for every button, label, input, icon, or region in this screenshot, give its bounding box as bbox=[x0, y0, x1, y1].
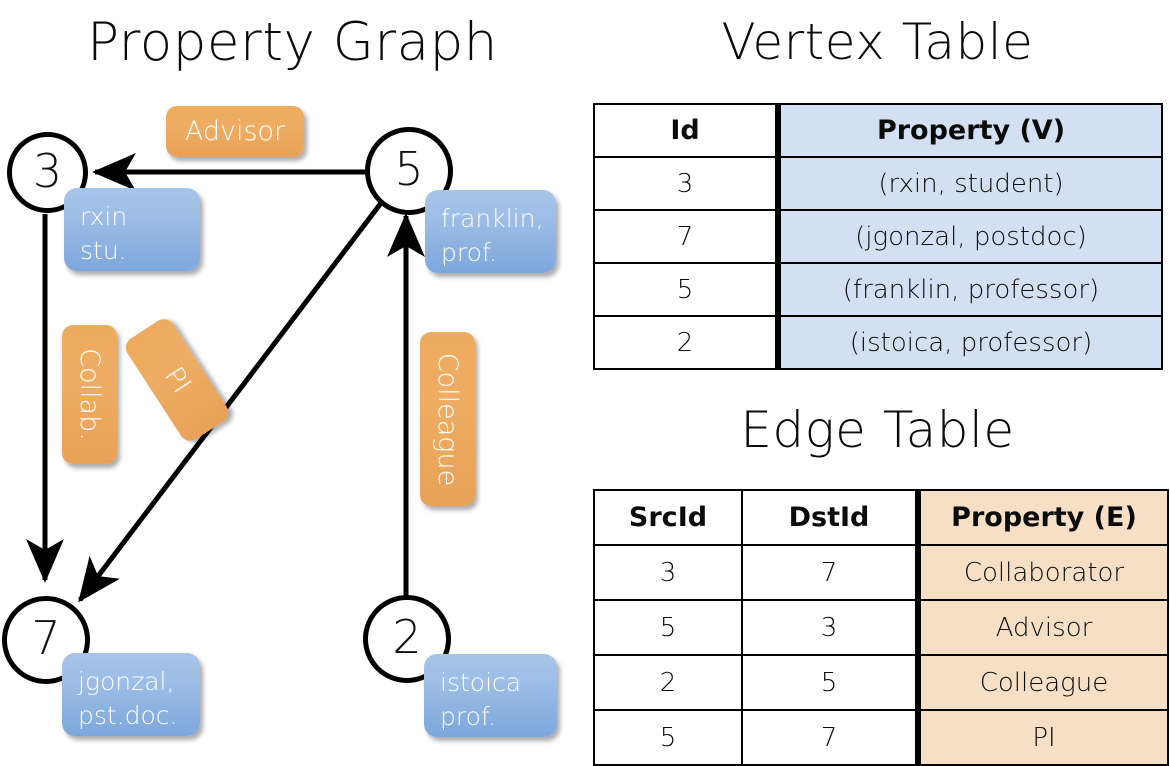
table-row: 2 5 Colleague bbox=[593, 654, 1169, 711]
edge-table-cell-srcid: 2 bbox=[593, 654, 743, 711]
vertex-table: Id Property (V) 3 (rxin, student) 7 (jgo… bbox=[593, 103, 1163, 370]
edge-label-colleague-text: Colleague bbox=[432, 352, 463, 486]
graph-node-2-label: 2 bbox=[392, 610, 422, 664]
edge-table-cell-dstid: 7 bbox=[741, 709, 919, 766]
page-title-property-graph: Property Graph bbox=[87, 12, 498, 73]
vertex-table-cell-property: (jgonzal, postdoc) bbox=[775, 209, 1163, 264]
graph-node-2[interactable]: 2 bbox=[363, 595, 451, 683]
vertex-property-line: franklin, bbox=[441, 204, 544, 233]
edge-table-header-dstid: DstId bbox=[741, 489, 919, 546]
table-row: 7 (jgonzal, postdoc) bbox=[593, 209, 1163, 264]
graph-node-5-label: 5 bbox=[394, 142, 424, 196]
graph-node-3-label: 3 bbox=[32, 143, 63, 198]
table-row: 5 3 Advisor bbox=[593, 599, 1169, 656]
edge-table-header-property: Property (E) bbox=[915, 489, 1169, 546]
edge-table-cell-property: Collaborator bbox=[915, 544, 1169, 601]
table-row: 3 7 Collaborator bbox=[593, 544, 1169, 601]
edge-table: SrcId DstId Property (E) 3 7 Collaborato… bbox=[593, 489, 1169, 766]
vertex-property-line: jgonzal, bbox=[78, 667, 175, 696]
graph-node-7-label: 7 bbox=[31, 611, 61, 665]
table-row: 5 7 PI bbox=[593, 709, 1169, 766]
edge-label-colleague[interactable]: Colleague bbox=[420, 332, 475, 506]
table-row: 3 (rxin, student) bbox=[593, 156, 1163, 211]
graph-node-5[interactable]: 5 bbox=[365, 127, 453, 215]
edge-table-cell-property: Colleague bbox=[915, 654, 1169, 711]
page-title-vertex-table: Vertex Table bbox=[721, 13, 1034, 71]
vertex-table-cell-property: (rxin, student) bbox=[775, 156, 1163, 211]
edge-label-collaborator-text: Collab. bbox=[74, 348, 105, 441]
table-row: 2 (istoica, professor) bbox=[593, 315, 1163, 370]
edge-table-cell-dstid: 7 bbox=[741, 544, 919, 601]
edge-label-collaborator[interactable]: Collab. bbox=[62, 325, 117, 464]
vertex-property-line: rxin bbox=[80, 202, 128, 231]
edge-table-cell-dstid: 3 bbox=[741, 599, 919, 656]
edge-table-cell-property: Advisor bbox=[915, 599, 1169, 656]
vertex-table-cell-property: (istoica, professor) bbox=[775, 315, 1163, 370]
edge-table-cell-dstid: 5 bbox=[741, 654, 919, 711]
table-header-row: Id Property (V) bbox=[593, 103, 1163, 158]
edge-arrow-pi bbox=[78, 201, 383, 603]
vertex-table-cell-id: 3 bbox=[593, 156, 779, 211]
edge-table-cell-srcid: 3 bbox=[593, 544, 743, 601]
vertex-property-line: pst.doc. bbox=[78, 701, 178, 730]
edge-label-advisor-text: Advisor bbox=[184, 116, 286, 147]
vertex-property-line: stu. bbox=[80, 236, 127, 265]
vertex-property-box-7[interactable]: jgonzal, pst.doc. bbox=[62, 653, 200, 736]
vertex-property-line: prof. bbox=[440, 702, 496, 731]
table-row: 5 (franklin, professor) bbox=[593, 262, 1163, 317]
vertex-table-cell-id: 7 bbox=[593, 209, 779, 264]
vertex-property-box-5[interactable]: franklin, prof. bbox=[425, 190, 556, 273]
property-graph-diagram: 3 5 7 2 rxin stu. franklin, prof. jgonza… bbox=[0, 0, 585, 760]
vertex-property-line: istoica bbox=[440, 668, 522, 697]
vertex-table-cell-id: 2 bbox=[593, 315, 779, 370]
edge-label-pi-text: PI bbox=[157, 361, 197, 399]
vertex-table-header-id: Id bbox=[593, 103, 779, 158]
vertex-property-line: prof. bbox=[441, 238, 497, 267]
page-title-edge-table: Edge Table bbox=[740, 401, 1015, 459]
vertex-property-box-3[interactable]: rxin stu. bbox=[64, 188, 200, 271]
edge-label-advisor[interactable]: Advisor bbox=[166, 106, 304, 157]
graph-edge-arrows bbox=[26, 153, 425, 603]
edge-table-cell-srcid: 5 bbox=[593, 709, 743, 766]
vertex-table-header-property: Property (V) bbox=[775, 103, 1163, 158]
edge-table-header-srcid: SrcId bbox=[593, 489, 743, 546]
table-header-row: SrcId DstId Property (E) bbox=[593, 489, 1169, 546]
edge-table-cell-property: PI bbox=[915, 709, 1169, 766]
vertex-table-cell-id: 5 bbox=[593, 262, 779, 317]
vertex-table-cell-property: (franklin, professor) bbox=[775, 262, 1163, 317]
vertex-property-box-2[interactable]: istoica prof. bbox=[424, 654, 557, 737]
edge-table-cell-srcid: 5 bbox=[593, 599, 743, 656]
